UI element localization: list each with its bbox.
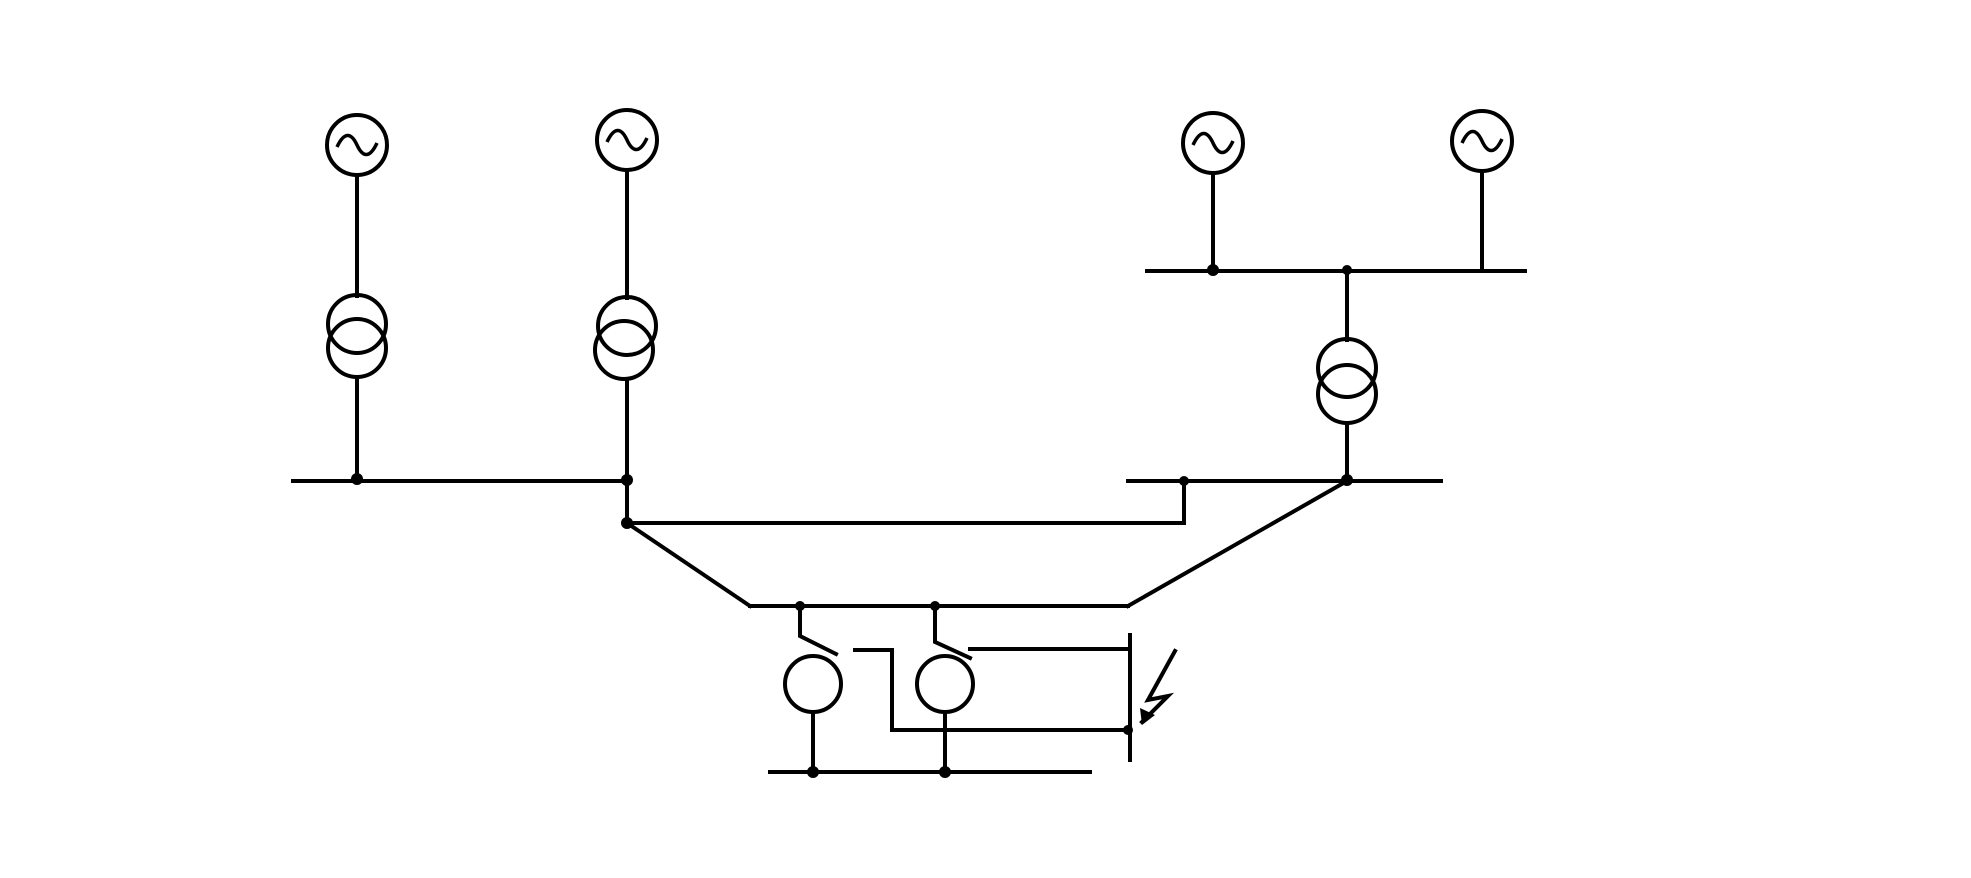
transformer-t3 <box>1316 337 1378 425</box>
transformer-t2 <box>593 295 658 381</box>
tilde-icon <box>1191 131 1235 155</box>
tilde-icon <box>335 133 379 157</box>
reactor-r2 <box>915 604 975 773</box>
line-left-diag <box>624 520 753 609</box>
fault-lightning-icon <box>1139 648 1178 725</box>
reactor-r1 <box>783 604 843 773</box>
wire-lower <box>853 648 1130 732</box>
transformer-t1 <box>326 293 388 379</box>
tilde-icon <box>1460 129 1504 153</box>
tilde-icon <box>605 128 649 152</box>
generator-g4 <box>1450 109 1514 173</box>
generator-g2 <box>595 108 659 172</box>
line-right-diag <box>1125 478 1350 609</box>
generator-g1 <box>325 113 389 177</box>
generator-g3 <box>1181 111 1245 175</box>
